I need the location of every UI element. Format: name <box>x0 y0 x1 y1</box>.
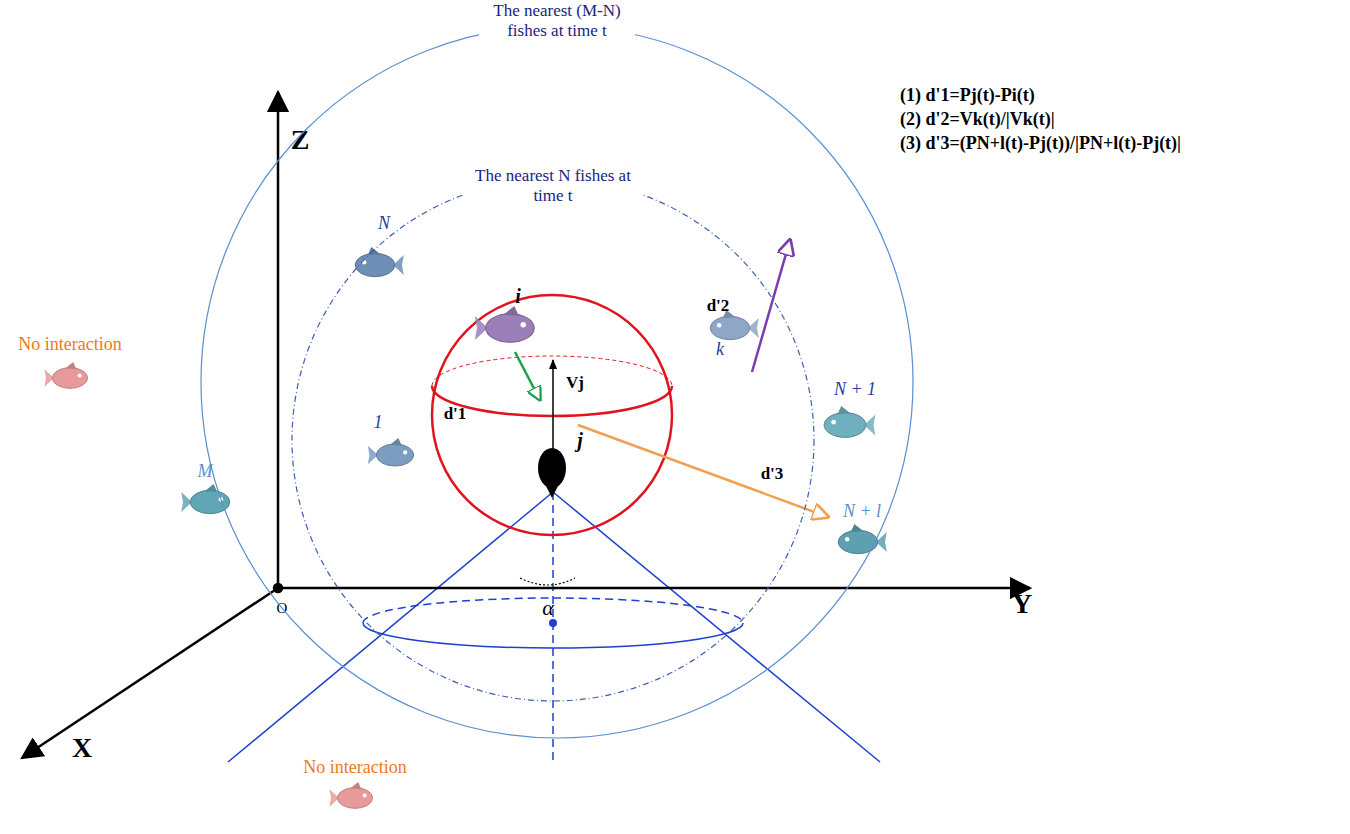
fish-body <box>710 316 750 339</box>
fish-icon <box>838 524 887 554</box>
fish-eye <box>78 374 82 378</box>
fish-label: N <box>378 214 390 234</box>
fish-eye <box>717 323 722 328</box>
axis-label: Y <box>1012 589 1032 620</box>
fish-label: j <box>577 429 583 451</box>
fish-body <box>190 490 230 513</box>
region-label: The nearest N fishes at time t <box>465 166 641 207</box>
fish-fin <box>837 406 850 415</box>
fish-label: N + l <box>843 502 881 522</box>
region-label: The nearest (M-N) fishes at time t <box>479 1 635 42</box>
fish-fin <box>350 782 361 789</box>
formula: (2) d'2=Vk(t)/|Vk(t)| <box>900 110 1055 130</box>
fish-fin <box>368 247 381 255</box>
fish-label: i <box>515 285 521 307</box>
fish-icon <box>181 484 230 514</box>
neighborhood-circle: The nearest N fishes at time t <box>291 178 815 702</box>
fish-body <box>52 368 87 389</box>
fish-body <box>486 314 534 343</box>
fish-icon <box>475 306 534 342</box>
vision-cone <box>228 492 880 762</box>
fish-label: 1 <box>374 413 383 433</box>
fish-icon <box>329 782 372 808</box>
fish-body <box>337 788 372 809</box>
fish-icon <box>368 438 414 466</box>
fish-fin <box>851 524 864 532</box>
vector-label: Vj <box>566 374 584 393</box>
note-label: No interaction <box>303 758 406 778</box>
circle-line <box>292 179 814 701</box>
fish-eye <box>363 794 367 798</box>
fish-body <box>824 413 866 438</box>
vector-label: d'2 <box>707 297 730 316</box>
axis-label: X <box>72 733 92 764</box>
vectors <box>515 240 828 517</box>
fish-label: k <box>716 340 724 360</box>
axes <box>22 92 1030 758</box>
neighborhood-circle: The nearest (M-N) fishes at time tThe ne… <box>200 25 914 739</box>
fish-group <box>44 247 886 808</box>
fish-eye <box>831 420 836 425</box>
formula: (3) d'3=(PN+l(t)-Pj(t))/|PN+l(t)-Pj(t)| <box>900 134 1181 154</box>
focal-fish <box>538 448 566 498</box>
fish-eye <box>845 537 850 542</box>
fish-fin <box>205 484 218 492</box>
formula: (1) d'1=Pj(t)-Pi(t) <box>900 86 1035 106</box>
fish-tail <box>544 482 560 498</box>
fish-fin <box>390 438 402 446</box>
fish-label: N + 1 <box>834 380 876 400</box>
fish-eye <box>520 322 526 328</box>
fish-eye <box>403 450 407 454</box>
fish-icon <box>824 406 875 437</box>
vector-label: d'3 <box>761 465 784 484</box>
fish-fin <box>503 306 518 316</box>
vector-label: d'1 <box>444 405 467 424</box>
angle-label: α <box>542 596 554 620</box>
fish-icon <box>44 362 87 388</box>
repulsion-sphere <box>432 295 672 535</box>
circle-outline <box>291 178 815 702</box>
circle-outline <box>200 25 914 739</box>
fish-body <box>838 530 878 553</box>
fish-body <box>355 253 395 276</box>
circle-line <box>201 26 913 738</box>
fish-fin <box>65 362 76 369</box>
note-label: No interaction <box>18 335 121 355</box>
fish-body <box>376 444 413 466</box>
